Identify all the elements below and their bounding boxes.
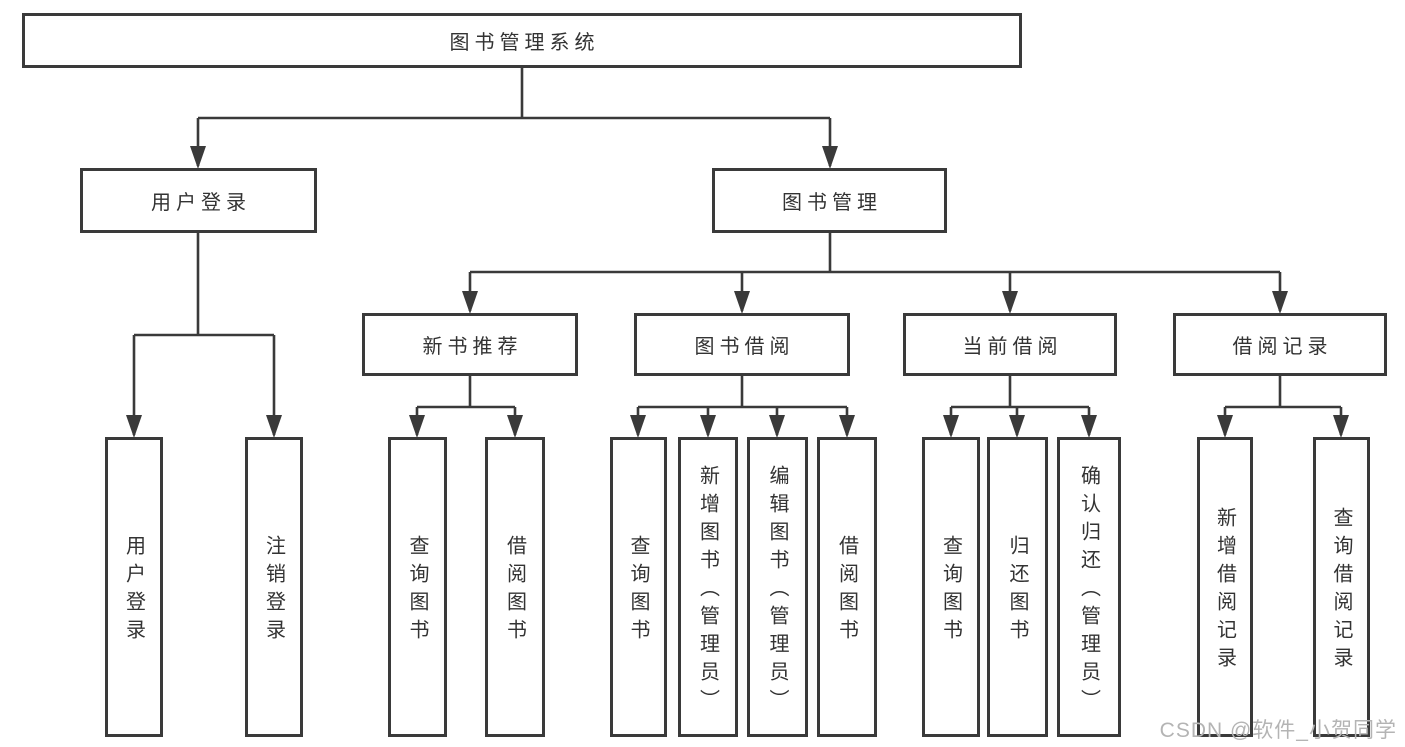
leaf-borrow-books: 借阅图书 — [485, 437, 545, 737]
csdn-watermark: CSDN @软件_小贺同学 — [1159, 719, 1397, 742]
leaf-borrow-books: 借阅图书 — [817, 437, 877, 737]
leaf-confirm-return-admin: 确认归还（管理员） — [1057, 437, 1121, 737]
node-book-management: 图书管理 — [712, 168, 947, 233]
leaf-logout-login: 注销登录 — [245, 437, 303, 737]
leaf-query-borrow-record: 查询借阅记录 — [1313, 437, 1370, 737]
leaf-query-books: 查询图书 — [610, 437, 667, 737]
node-book-borrowing: 图书借阅 — [634, 313, 850, 376]
leaf-return-books: 归还图书 — [987, 437, 1048, 737]
leaf-edit-books-admin: 编辑图书（管理员） — [747, 437, 808, 737]
leaf-query-books: 查询图书 — [922, 437, 980, 737]
leaf-query-books: 查询图书 — [388, 437, 447, 737]
node-current-borrowing: 当前借阅 — [903, 313, 1117, 376]
node-library-management-system: 图书管理系统 — [22, 13, 1022, 68]
leaf-user-login: 用户登录 — [105, 437, 163, 737]
node-borrowing-records: 借阅记录 — [1173, 313, 1387, 376]
leaf-add-borrow-record: 新增借阅记录 — [1197, 437, 1253, 737]
node-user-login: 用户登录 — [80, 168, 317, 233]
node-new-book-recommendation: 新书推荐 — [362, 313, 578, 376]
leaf-add-books-admin: 新增图书（管理员） — [678, 437, 738, 737]
